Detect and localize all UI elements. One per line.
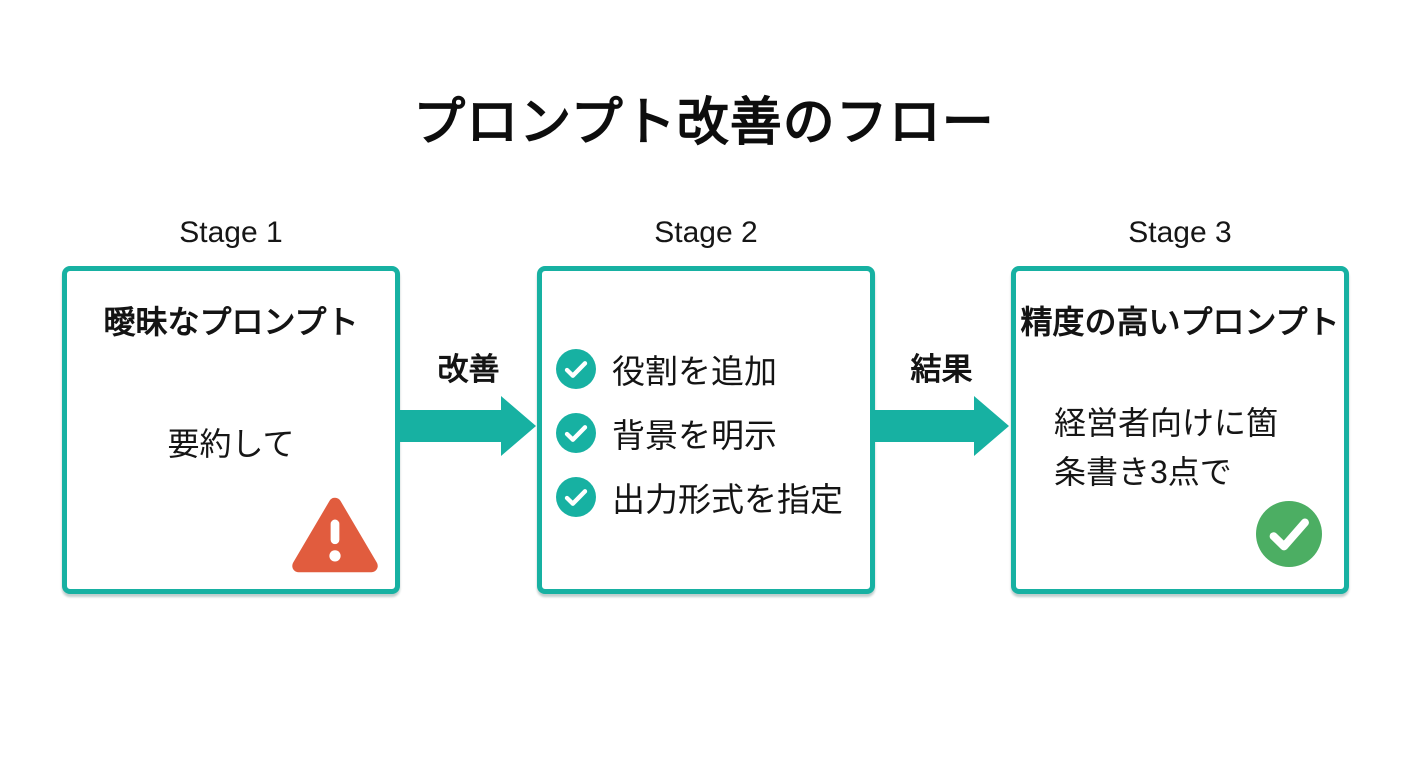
stage1-label: Stage 1 <box>179 216 283 249</box>
stage3-label: Stage 3 <box>1128 216 1232 249</box>
stage1-body: 要約して <box>167 426 295 462</box>
check-circle-icon <box>556 413 596 453</box>
checklist-item-label: 出力形式を指定 <box>612 481 843 518</box>
check-circle-icon <box>556 349 596 389</box>
arrow-right-icon <box>873 396 1009 456</box>
stage2-box: 役割を追加 背景を明示 出力形式を指定 <box>537 266 875 594</box>
arrow-right-icon <box>400 396 536 456</box>
stage2-label: Stage 2 <box>654 216 758 249</box>
checklist-item-label: 役割を追加 <box>612 353 777 390</box>
stage1-box: 曖昧なプロンプト 要約して <box>62 266 400 594</box>
success-check-icon <box>1256 501 1322 567</box>
checklist-item: 出力形式を指定 <box>556 475 843 519</box>
warning-triangle-icon <box>292 497 378 573</box>
stage3-body: 経営者向けに箇条書き3点で <box>1054 405 1279 490</box>
checklist-item: 背景を明示 <box>556 411 843 455</box>
checklist-item: 役割を追加 <box>556 347 843 391</box>
arrow2-label: 結果 <box>910 352 973 387</box>
stage1-heading: 曖昧なプロンプト <box>103 304 359 340</box>
arrow1-label: 改善 <box>437 352 500 387</box>
check-circle-icon <box>556 477 596 517</box>
checklist-item-label: 背景を明示 <box>612 417 777 454</box>
stage2-checklist: 役割を追加 背景を明示 出力形式を指定 <box>556 347 843 519</box>
stage3-heading: 精度の高いプロンプト <box>1020 304 1340 340</box>
stage3-box: 精度の高いプロンプト 経営者向けに箇条書き3点で <box>1011 266 1349 594</box>
page-title: プロンプト改善のフロー <box>413 94 995 152</box>
